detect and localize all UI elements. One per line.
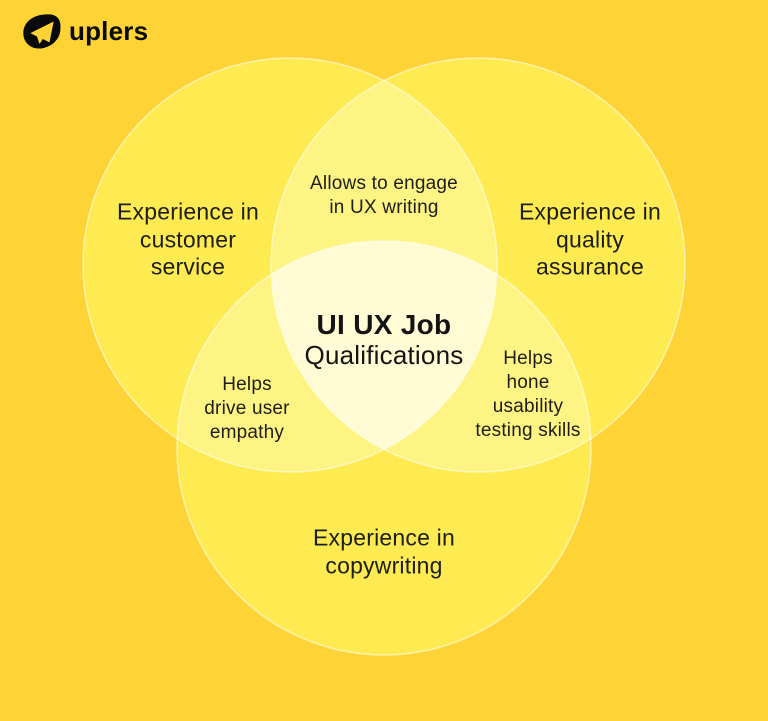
- send-plane-icon: [23, 14, 61, 49]
- intersection-label-user-empathy: Helps drive user empathy: [204, 373, 290, 444]
- set-label-quality-assurance: Experience in quality assurance: [519, 198, 661, 280]
- diagram-title: UI UX Job Qualifications: [305, 309, 464, 371]
- intersection-label-ux-writing: Allows to engage in UX writing: [310, 172, 458, 218]
- diagram-title-line1: UI UX Job: [316, 308, 452, 340]
- set-label-copywriting: Experience in copywriting: [313, 524, 455, 578]
- venn-outline-customer-service: [82, 57, 498, 473]
- venn-outline-quality-assurance: [270, 57, 686, 473]
- uplers-logo: uplers: [22, 13, 148, 50]
- logo-text: uplers: [69, 16, 149, 46]
- diagram-title-line2: Qualifications: [304, 340, 464, 371]
- intersection-label-usability-testing: Helps hone usability testing skills: [475, 347, 581, 442]
- set-label-customer-service: Experience in customer service: [117, 198, 259, 280]
- venn-outline-copywriting: [176, 240, 592, 656]
